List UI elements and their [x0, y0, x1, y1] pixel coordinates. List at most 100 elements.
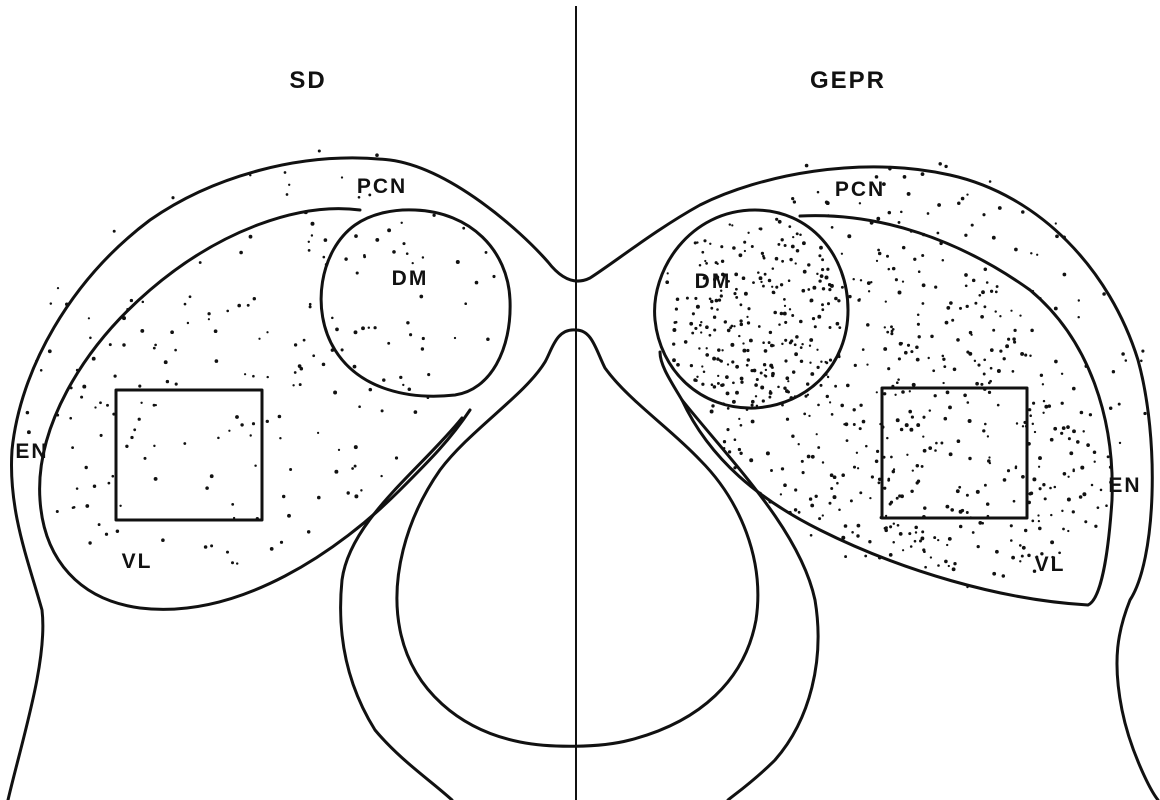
labeled-cell-dot	[189, 295, 192, 298]
labeled-cell-dot	[739, 452, 742, 455]
labeled-cell-dot	[114, 375, 117, 378]
labeled-cell-dot	[989, 180, 992, 183]
labeled-cell-dot	[1022, 425, 1024, 427]
labeled-cell-dot	[1063, 273, 1067, 277]
labeled-cell-dot	[214, 329, 218, 333]
labeled-cell-dot	[228, 430, 230, 432]
labeled-cell-dot	[368, 326, 370, 328]
labeled-cell-dot	[88, 317, 90, 319]
labeled-cell-dot	[978, 294, 981, 297]
labeled-cell-dot	[803, 270, 807, 274]
labeled-cell-dot	[1021, 210, 1025, 214]
labeled-cell-dot	[908, 532, 911, 535]
labeled-cell-dot	[806, 382, 809, 385]
labeled-cell-dot	[698, 347, 700, 349]
labeled-cell-dot	[854, 364, 857, 367]
labeled-cell-dot	[836, 322, 840, 326]
labeled-cell-dot	[705, 262, 708, 265]
labeled-cell-dot	[709, 243, 711, 245]
labeled-cell-dot	[868, 540, 871, 543]
labeled-cell-dot	[731, 325, 734, 328]
labeled-cell-dot	[250, 434, 252, 436]
labeled-cell-dot	[70, 386, 73, 389]
labeled-cell-dot	[309, 305, 312, 308]
labeled-cell-dot	[987, 515, 990, 518]
labeled-cell-dot	[1077, 316, 1079, 318]
labeled-cell-dot	[827, 302, 830, 305]
labeled-cell-dot	[986, 502, 990, 506]
labeled-cell-dot	[755, 395, 757, 397]
labeled-cell-dot	[764, 349, 768, 353]
labeled-cell-dot	[735, 288, 738, 291]
labeled-cell-dot	[116, 529, 119, 532]
labeled-cell-dot	[981, 290, 985, 294]
labeled-cell-dot	[998, 206, 1002, 210]
labeled-cell-dot	[956, 338, 960, 342]
labeled-cell-dot	[781, 404, 784, 407]
labeled-cell-dot	[331, 348, 335, 352]
labeled-cell-dot	[778, 220, 782, 224]
labeled-cell-dot	[1012, 370, 1015, 373]
labeled-cell-dot	[700, 321, 702, 323]
labeled-cell-dot	[279, 437, 281, 439]
labeled-cell-dot	[768, 500, 772, 504]
labeled-cell-dot	[922, 302, 925, 305]
labeled-cell-dot	[784, 321, 787, 324]
labeled-cell-dot	[888, 167, 891, 170]
labeled-cell-dot	[934, 286, 937, 289]
ventricle-contour	[397, 330, 758, 746]
labeled-cell-dot	[138, 418, 141, 421]
labeled-cell-dot	[896, 497, 899, 500]
labeled-cell-dot	[784, 305, 786, 307]
labeled-cell-dot	[838, 355, 841, 358]
labeled-cell-dot	[972, 531, 975, 534]
labeled-cell-dot	[486, 337, 490, 341]
labeled-cell-dot	[701, 251, 704, 254]
labeled-cell-dot	[353, 365, 357, 369]
labeled-cell-dot	[289, 468, 292, 471]
labeled-cell-dot	[756, 378, 759, 381]
labeled-cell-dot	[922, 233, 925, 236]
labeled-cell-dot	[789, 396, 793, 400]
labeled-cell-dot	[802, 471, 805, 474]
labeled-cell-dot	[821, 258, 824, 261]
labeled-cell-dot	[1043, 400, 1045, 402]
labeled-cell-dot	[775, 286, 778, 289]
labeled-cell-dot	[317, 496, 321, 500]
labeled-cell-dot	[294, 371, 297, 374]
labeled-cell-dot	[705, 353, 709, 357]
labeled-cell-dot	[817, 404, 820, 407]
labeled-cell-dot	[138, 385, 141, 388]
labeled-cell-dot	[791, 314, 794, 317]
labeled-cell-dot	[841, 286, 844, 289]
labeled-cell-dot	[1125, 359, 1128, 362]
left-en-label: EN	[15, 440, 48, 463]
left-panel-title: SD	[289, 67, 326, 94]
labeled-cell-dot	[937, 539, 939, 541]
labeled-cell-dot	[865, 445, 868, 448]
labeled-cell-dot	[974, 360, 976, 362]
labeled-cell-dot	[747, 307, 750, 310]
labeled-cell-dot	[831, 226, 834, 229]
labeled-cell-dot	[930, 335, 933, 338]
labeled-cell-dot	[964, 273, 968, 277]
labeled-cell-dot	[821, 268, 824, 271]
labeled-cell-dot	[796, 232, 799, 235]
labeled-cell-dot	[721, 260, 724, 263]
right-dm-label: DM	[695, 270, 732, 293]
labeled-cell-dot	[744, 292, 748, 296]
labeled-cell-dot	[768, 396, 771, 399]
labeled-cell-dot	[239, 251, 243, 255]
labeled-cell-dot	[284, 171, 287, 174]
labeled-cell-dot	[48, 349, 52, 353]
labeled-cell-dot	[100, 434, 103, 437]
labeled-cell-dot	[969, 516, 972, 519]
labeled-cell-dot	[749, 339, 753, 343]
labeled-cell-dot	[749, 458, 753, 462]
labeled-cell-dot	[153, 404, 156, 407]
labeled-cell-dot	[786, 418, 789, 421]
labeled-cell-dot	[901, 342, 903, 344]
labeled-cell-dot	[901, 390, 905, 394]
labeled-cell-dot	[1022, 546, 1026, 550]
